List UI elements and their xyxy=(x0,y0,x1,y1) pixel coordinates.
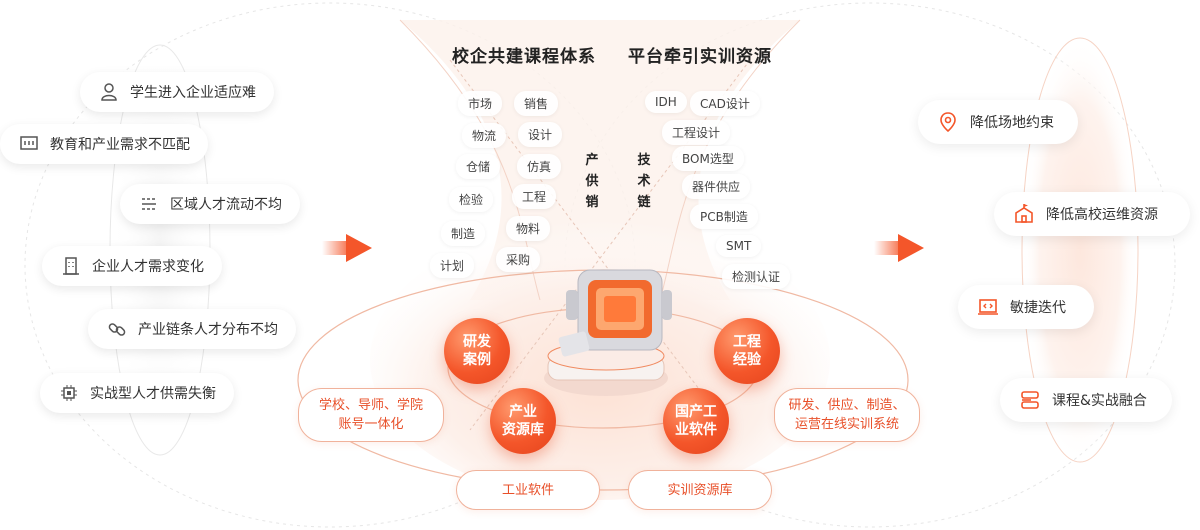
supply-tag: 销售 xyxy=(514,91,559,116)
challenge-item: 实战型人才供需失衡 xyxy=(40,373,234,413)
left-arrow xyxy=(322,234,372,262)
tech-tag: IDH xyxy=(645,91,687,113)
challenge-label: 学生进入企业适应难 xyxy=(130,85,256,101)
orb-text: 国产工 xyxy=(675,404,717,420)
supply-tag: 仿真 xyxy=(517,154,562,179)
supply-tag: 检验 xyxy=(449,187,494,212)
tech-tag: BOM选型 xyxy=(672,146,744,171)
lines-icon xyxy=(138,193,160,215)
challenge-item: 教育和产业需求不匹配 xyxy=(0,124,208,164)
supply-tag: 物料 xyxy=(506,216,551,241)
challenge-item: 企业人才需求变化 xyxy=(42,246,222,286)
supply-tag: 计划 xyxy=(430,253,475,278)
challenge-label: 企业人才需求变化 xyxy=(92,259,204,275)
industrial-software-box: 工业软件 xyxy=(456,470,600,510)
challenge-label: 产业链条人才分布不均 xyxy=(138,322,278,338)
tech-tag: 检测认证 xyxy=(722,264,791,289)
heading-course-system: 校企共建课程体系 xyxy=(452,47,596,67)
right-arrow xyxy=(874,234,924,262)
tech-tag: PCB制造 xyxy=(690,204,758,229)
outcome-label: 敏捷迭代 xyxy=(1010,300,1066,316)
platform-device-illustration xyxy=(544,269,672,396)
supply-tag: 设计 xyxy=(518,122,563,147)
building-icon xyxy=(60,255,82,277)
orb-engineering-experience: 工程 经验 xyxy=(714,318,780,384)
supply-tag: 工程 xyxy=(512,184,557,209)
tech-tag: 工程设计 xyxy=(662,120,731,145)
tech-tag: SMT xyxy=(716,235,762,257)
orb-rd-cases: 研发 案例 xyxy=(444,318,510,384)
heading-training-resources: 平台牵引实训资源 xyxy=(628,47,772,67)
outcome-item: 降低高校运维资源 xyxy=(994,192,1190,236)
orb-text: 业软件 xyxy=(675,422,717,438)
box-text: 学校、导师、学院 xyxy=(318,398,423,413)
outcome-label: 降低场地约束 xyxy=(970,115,1054,131)
outcome-label: 降低高校运维资源 xyxy=(1046,207,1158,223)
outcome-item: 课程&实战融合 xyxy=(1000,378,1172,422)
box-text: 账号一体化 xyxy=(338,417,404,432)
supply-tag: 仓储 xyxy=(456,154,501,179)
challenge-item: 学生进入企业适应难 xyxy=(80,72,274,112)
orb-text: 工程 xyxy=(733,334,761,350)
box-text: 运营在线实训系统 xyxy=(794,417,899,432)
orb-industry-resource-library: 产业 资源库 xyxy=(490,388,556,454)
tech-chain-label: 技术链 xyxy=(637,153,651,210)
outcome-item: 降低场地约束 xyxy=(918,100,1078,144)
layers-icon xyxy=(1018,388,1042,412)
monitor-icon xyxy=(18,133,40,155)
tech-tag: CAD设计 xyxy=(690,91,760,116)
supply-tag: 采购 xyxy=(496,247,541,272)
orb-text: 案例 xyxy=(463,352,491,368)
orb-text: 产业 xyxy=(509,404,537,420)
orb-domestic-industrial-software: 国产工 业软件 xyxy=(663,388,729,454)
challenge-label: 实战型人才供需失衡 xyxy=(90,386,216,402)
supply-chain-label: 产供销 xyxy=(585,153,599,210)
location-icon xyxy=(936,110,960,134)
outcome-label: 课程&实战融合 xyxy=(1052,393,1147,409)
supply-tag: 物流 xyxy=(462,123,507,148)
training-resource-library-box: 实训资源库 xyxy=(628,470,772,510)
online-training-system-box: 研发、供应、制造、 运营在线实训系统 xyxy=(774,388,920,442)
orb-text: 资源库 xyxy=(502,422,544,438)
challenge-label: 区域人才流动不均 xyxy=(170,197,282,213)
school-icon xyxy=(1012,202,1036,226)
chip-icon xyxy=(58,382,80,404)
challenge-label: 教育和产业需求不匹配 xyxy=(50,137,190,153)
tech-tag: 器件供应 xyxy=(682,174,751,199)
outcome-item: 敏捷迭代 xyxy=(958,285,1094,329)
challenge-item: 区域人才流动不均 xyxy=(120,184,300,224)
box-text: 研发、供应、制造、 xyxy=(788,398,906,413)
iterate-icon xyxy=(976,295,1000,319)
link-icon xyxy=(106,318,128,340)
orb-text: 经验 xyxy=(733,352,761,368)
supply-tag: 市场 xyxy=(458,91,503,116)
user-icon xyxy=(98,81,120,103)
supply-tag: 制造 xyxy=(441,221,486,246)
account-integration-box: 学校、导师、学院 账号一体化 xyxy=(298,388,444,442)
orb-text: 研发 xyxy=(463,334,491,350)
challenge-item: 产业链条人才分布不均 xyxy=(88,309,296,349)
